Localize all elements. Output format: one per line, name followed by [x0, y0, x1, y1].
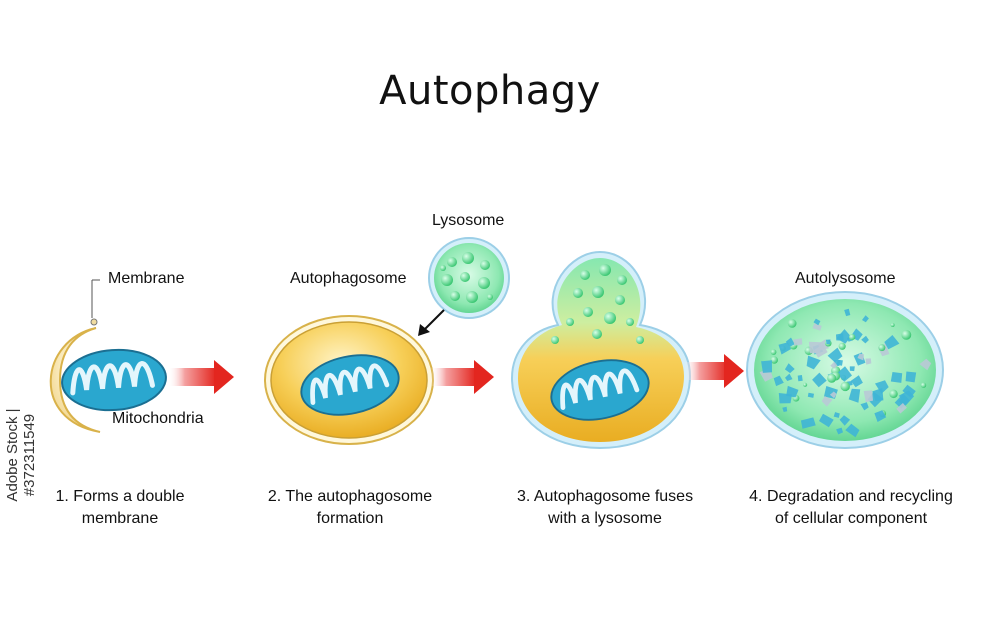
mitochondrion-1	[60, 346, 168, 413]
degraded-fragment	[890, 372, 903, 383]
degraded-fragment	[878, 344, 886, 352]
degraded-fragment	[920, 382, 927, 388]
degraded-fragment	[784, 363, 795, 374]
arrow-1	[168, 360, 234, 394]
step-2-line-1: 2. The autophagosome	[267, 488, 433, 505]
degraded-fragment	[812, 323, 822, 331]
degraded-fragment	[898, 390, 915, 406]
degraded-fragment	[813, 318, 821, 326]
degraded-fragment	[901, 329, 912, 340]
degraded-fragment	[808, 341, 822, 354]
degraded-fragment	[860, 402, 869, 411]
degraded-fragment	[793, 338, 803, 346]
degraded-fragment	[896, 403, 907, 414]
membrane-crescent	[49, 327, 101, 433]
stage-3-fusion	[510, 250, 692, 450]
degraded-fragment	[770, 349, 777, 355]
degraded-fragment	[833, 412, 840, 418]
degraded-fragment	[875, 380, 889, 394]
step-1-line-1: 1. Forms a double	[55, 488, 185, 505]
degraded-fragment	[785, 373, 793, 381]
degraded-fragment	[778, 342, 792, 355]
degraded-fragment	[844, 308, 851, 317]
degraded-fragment	[770, 356, 778, 364]
step-3-line-2: with a lysosome	[548, 510, 662, 527]
step-4-caption: 4. Degradation and recycling of cellular…	[726, 486, 976, 530]
degraded-fragment	[785, 337, 795, 347]
pointer-arrow	[418, 309, 445, 336]
degraded-fragment	[812, 372, 827, 388]
degraded-fragment	[800, 417, 816, 429]
degraded-fragment	[840, 381, 850, 392]
step-4-line-1: 4. Degradation and recycling	[749, 488, 953, 505]
degraded-fragment	[849, 366, 855, 372]
degraded-fragment	[836, 329, 852, 344]
degraded-fragment	[825, 339, 831, 345]
degraded-fragment	[829, 391, 837, 399]
step-2-caption: 2. The autophagosome formation	[240, 486, 460, 530]
degraded-fragment	[857, 353, 865, 361]
degraded-fragment	[890, 322, 895, 327]
step-2-line-2: formation	[316, 510, 384, 527]
degraded-fragment	[797, 375, 803, 382]
degraded-fragment	[845, 423, 860, 438]
degraded-fragment	[865, 358, 872, 365]
degraded-fragment	[905, 371, 917, 383]
label-autophagosome: Autophagosome	[290, 270, 407, 287]
degraded-fragment	[838, 342, 846, 350]
label-mitochondria: Mitochondria	[112, 410, 204, 427]
degraded-fragment	[821, 396, 833, 407]
degraded-fragment	[787, 319, 797, 328]
arrow-3	[684, 354, 744, 388]
step-1-caption: 1. Forms a double membrane	[20, 486, 220, 530]
degraded-fragment	[836, 359, 843, 366]
degraded-fragment	[819, 413, 834, 428]
degraded-fragment	[761, 360, 772, 373]
degraded-fragment	[850, 375, 863, 388]
degraded-fragment	[827, 347, 843, 363]
stage-4-autolysosome	[746, 291, 944, 449]
degraded-fragment	[919, 358, 932, 371]
lysosome	[428, 237, 510, 319]
degraded-fragment	[839, 415, 851, 426]
degraded-fragment	[849, 333, 856, 341]
label-lysosome: Lysosome	[432, 212, 505, 229]
degraded-fragment	[836, 366, 852, 382]
label-autolysosome: Autolysosome	[795, 270, 896, 287]
degraded-fragment	[861, 335, 869, 344]
degraded-fragment	[889, 389, 898, 399]
step-3-caption: 3. Autophagosome fuses with a lysosome	[490, 486, 720, 530]
degraded-fragment	[862, 315, 869, 323]
step-3-line-1: 3. Autophagosome fuses	[516, 488, 694, 505]
degraded-fragment	[782, 406, 788, 412]
stage-1-phagophore	[49, 279, 171, 433]
diagram-title: Autophagy	[379, 68, 601, 114]
step-4-line-2: of cellular component	[774, 510, 928, 527]
degraded-fragment	[786, 385, 799, 398]
degraded-fragment	[848, 388, 861, 403]
degraded-fragment	[807, 392, 814, 398]
degraded-fragment	[803, 382, 808, 387]
arrow-2	[430, 360, 494, 394]
degraded-fragment	[874, 410, 887, 422]
degraded-fragment	[884, 335, 900, 350]
degraded-fragment	[836, 427, 843, 435]
stock-watermark: Adobe Stock | #372311549	[4, 408, 38, 502]
degraded-fragment	[806, 355, 821, 370]
stage-2-autophagosome	[264, 315, 434, 445]
step-1-line-2: membrane	[81, 510, 159, 527]
degraded-fragment	[827, 373, 837, 383]
degraded-fragment	[863, 390, 873, 403]
degraded-fragment	[830, 361, 838, 369]
label-membrane: Membrane	[108, 270, 185, 287]
degraded-fragment	[773, 375, 784, 387]
